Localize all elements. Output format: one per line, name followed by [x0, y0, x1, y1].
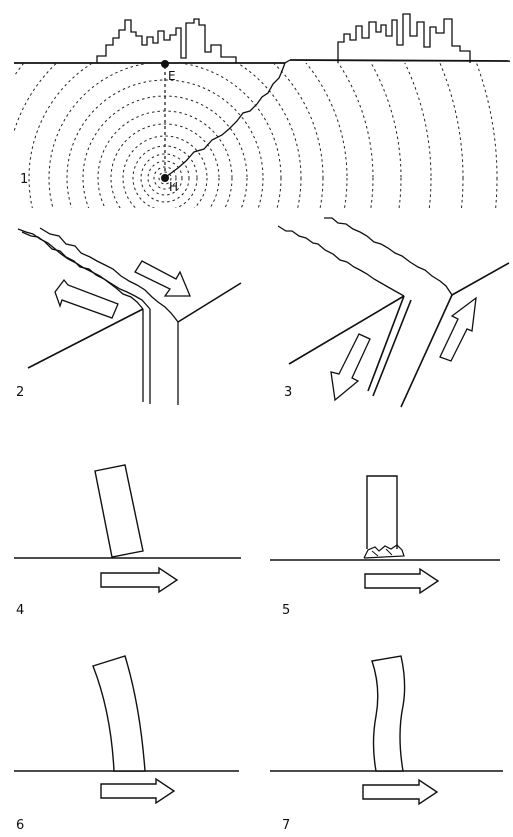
skyline-left	[96, 18, 237, 63]
panel-7: 7	[270, 655, 503, 833]
panel-3: 3	[277, 217, 510, 408]
hypocenter-marker	[161, 174, 169, 182]
epicenter-marker	[161, 60, 169, 68]
ground-motion-arrow-7	[362, 778, 439, 806]
epicenter-label: E	[168, 69, 176, 83]
arrow-left-block	[54, 278, 119, 319]
ground-motion-arrow-6	[100, 777, 176, 805]
panel-number-2: 2	[16, 385, 24, 400]
ground-surface-right	[289, 59, 511, 62]
panel-2: 2	[16, 227, 242, 405]
ground-motion-arrow-4	[100, 566, 179, 594]
seismic-wavefronts	[14, 63, 498, 208]
panel-4: 4	[14, 464, 241, 618]
panel-number-3: 3	[284, 385, 292, 400]
arrow-up-right-block	[439, 296, 477, 362]
tilting-building	[94, 464, 144, 558]
panel-number-6: 6	[16, 818, 24, 833]
panel-number-1: 1	[20, 172, 28, 187]
fault-rupture	[166, 59, 291, 177]
crushed-base	[363, 544, 405, 559]
ground-motion-arrow-5	[364, 567, 440, 595]
panel-1: E H 1	[14, 13, 511, 208]
panel-number-4: 4	[16, 603, 24, 618]
oscillating-building	[371, 655, 406, 772]
arrow-down-left-block	[330, 333, 371, 402]
arrow-right-block	[134, 260, 191, 297]
hypocenter-label: H	[169, 180, 178, 194]
panel-number-5: 5	[282, 603, 290, 618]
panel-6: 6	[14, 655, 239, 833]
skyline-right	[337, 13, 471, 63]
building-crushed	[366, 475, 398, 549]
panel-5: 5	[270, 475, 500, 618]
bending-building	[92, 655, 146, 772]
panel-number-7: 7	[282, 818, 290, 833]
